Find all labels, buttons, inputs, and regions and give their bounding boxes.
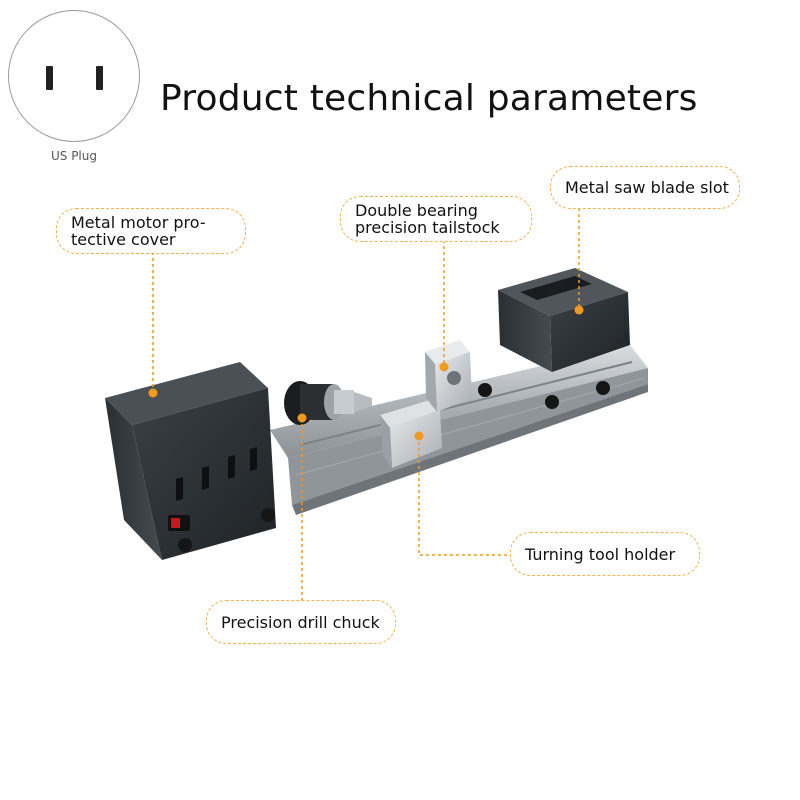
callout-saw-blade-slot: Metal saw blade slot	[550, 166, 740, 209]
motor-housing	[105, 362, 276, 560]
callout-tool-holder: Turning tool holder	[510, 532, 700, 576]
callout-motor-cover-line2: tective cover	[71, 230, 176, 249]
saw-blade-housing	[498, 268, 630, 409]
callout-motor-cover-line1: Metal motor pro-	[71, 213, 206, 232]
drill-chuck	[284, 381, 372, 425]
callout-tool-holder-label: Turning tool holder	[525, 544, 676, 564]
us-plug-icon	[8, 10, 140, 142]
tailstock	[425, 340, 492, 412]
callout-tailstock: Double bearing precision tailstock	[340, 196, 532, 242]
callout-markers	[148, 305, 584, 441]
plug-prong-left	[46, 66, 53, 90]
callout-motor-cover: Metal motor pro- tective cover	[56, 208, 246, 254]
callout-leader-lines	[152, 208, 580, 600]
callout-saw-blade-slot-label: Metal saw blade slot	[565, 178, 729, 197]
plug-prong-right	[96, 66, 103, 90]
callout-tailstock-line1: Double bearing	[355, 201, 478, 220]
saw-blade-slot	[520, 276, 592, 300]
callout-drill-chuck-label: Precision drill chuck	[221, 612, 380, 632]
plug-label: US Plug	[50, 149, 97, 163]
callout-drill-chuck: Precision drill chuck	[206, 600, 396, 644]
page-title: Product technical parameters	[160, 78, 698, 119]
callout-tailstock-line2: precision tailstock	[355, 218, 500, 237]
